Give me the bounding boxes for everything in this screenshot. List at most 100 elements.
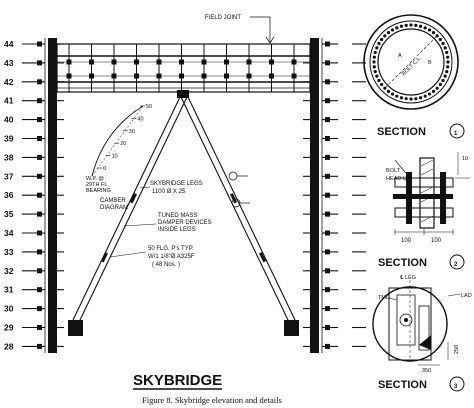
bolt-cl-label: BOLT C.L. [401,55,424,78]
bolt-hole [445,69,449,74]
bolt-hole [438,82,442,87]
bolt-hole [399,24,404,28]
bolt-note-1: 50 FLG. P's TYP. [148,246,194,252]
bolt-hole [409,97,413,101]
bolt-hole [372,60,376,64]
wp-label-3: BEARING [86,188,111,194]
level-number: 39 [4,134,14,144]
bolt-hole [390,28,395,32]
level-number: 30 [4,304,14,314]
wp-label-1: W.P. @ [86,176,104,182]
left-tower-column [48,38,57,353]
right-tower-column [310,38,319,353]
bolt-hole [399,96,404,100]
legs-size: 1100 Ø X 25 [152,189,186,195]
section-3-detail: ℄ LEG TMD LAD 250 350 [372,275,472,374]
dim-250: 250 [454,345,460,354]
section-2-title: SECTION [378,257,427,269]
dim-100-left: 100 [401,238,412,244]
bolt-head-label: BOLT [386,168,401,174]
section-3-number: 3 [454,384,458,390]
bolt-hole [414,97,418,101]
bolt-hole [380,82,384,87]
camber-tick-label: 50 [146,104,152,110]
level-number: 28 [4,341,14,351]
bolt-hole [446,60,450,64]
tmd-note-3: INSIDE LEGS [158,227,196,233]
level-number: 44 [4,39,14,49]
camber-tick-label: 0 [103,166,106,172]
bolt-hole [375,46,379,50]
dim-100-right: 100 [431,238,442,244]
bolt-hole [445,50,449,55]
bolt-hole [427,92,432,96]
camber-tick-label: 10 [112,154,118,160]
circled-number-icon [449,123,465,139]
section-1-detail: BOLT C.L. A B [363,14,459,110]
bolt-hole [418,96,423,100]
bolt-hole [431,31,436,35]
bolt-hole [438,37,442,42]
bolt-hole [427,28,432,32]
section-cut-icon [228,171,250,208]
bolt-hole [372,55,376,59]
bolt-hole [377,78,381,83]
bolt-hole [418,24,423,28]
figure-caption: Figure 8. Skybridge elevation and detail… [142,395,282,405]
bolt-hole [377,41,381,46]
bolt-hole [441,78,445,83]
section-2-detail: BOLT HEAD UP 100 100 10 [386,152,470,244]
tmd-note-2: DAMPER DEVICES [158,220,212,226]
bolt-hole [395,94,399,98]
skybridge-legs [72,96,296,321]
bolt-hole [404,23,408,27]
section-3-title: SECTION [378,379,427,391]
bolt-hole [386,31,391,35]
dim-350: 350 [422,368,431,374]
leg-notes: SKYBRIDGE LEGS 1100 Ø X 25 TUNED MASS DA… [109,181,212,268]
level-number: 35 [4,209,14,219]
level-number: 41 [4,96,14,106]
bolt-hole [431,89,436,93]
legs-label: SKYBRIDGE LEGS [150,181,203,187]
bolt-head-label-2: HEAD UP [386,176,411,182]
section-2-number: 2 [454,262,458,268]
level-number: 42 [4,77,14,87]
bolt-hole [423,94,427,98]
bolt-hole [435,86,439,90]
lad-label: LAD [461,293,472,299]
field-joint-label: FIELD JOINT [205,15,241,21]
level-number: 31 [4,285,14,295]
floor-lines [22,41,366,349]
bolt-hole [409,23,413,27]
tmd-note-1: TUNED MASS [158,213,197,219]
camber-tick-label: 20 [120,141,126,147]
level-number: 33 [4,247,14,257]
bolt-hole [386,89,391,93]
bolt-hole [375,74,379,78]
section-1-title: SECTION [377,126,426,138]
marker-b: B [428,60,432,66]
level-number: 37 [4,171,14,181]
bolt-hole [441,41,445,46]
bolt-hole [414,23,418,27]
bolt-hole [404,97,408,101]
leg-flanges [100,193,267,263]
dim-10: 10 [462,156,468,162]
level-number: 34 [4,228,14,238]
section-1-number: 1 [454,131,458,137]
section-titles: SECTION 1 SECTION 2 SECTION 3 [377,123,465,392]
skybridge-truss [56,43,311,93]
camber-tick-label: 40 [137,116,143,122]
level-number: 32 [4,266,14,276]
camber-tick-label: 30 [129,129,135,135]
bolt-hole [443,74,447,78]
cl-leg-label: ℄ LEG [399,275,416,281]
bolt-hole [373,69,377,74]
bolt-hole [383,34,387,38]
bolt-hole [390,92,395,96]
bolt-note-3: ( 48 Nos. ) [152,262,180,268]
